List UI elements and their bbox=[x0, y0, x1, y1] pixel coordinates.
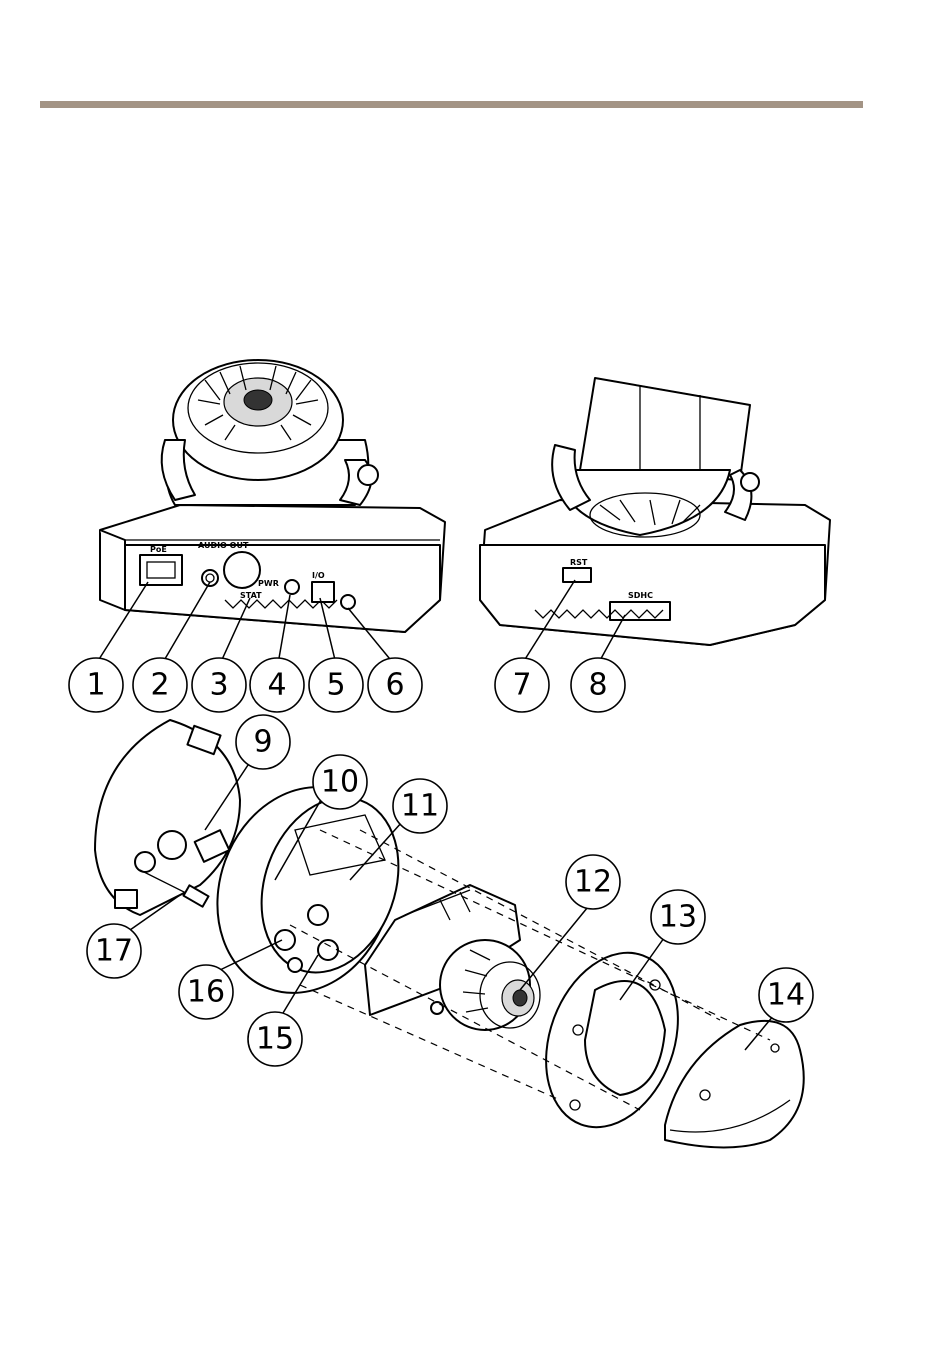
callout-5: 5 bbox=[309, 658, 363, 712]
svg-text:9: 9 bbox=[253, 725, 272, 760]
callout-10: 10 bbox=[313, 755, 367, 809]
port-label-network: PoE bbox=[150, 545, 167, 554]
svg-text:6: 6 bbox=[385, 668, 404, 703]
callout-15: 15 bbox=[248, 1012, 302, 1066]
svg-text:17: 17 bbox=[95, 934, 133, 969]
port-label-reset: RST bbox=[570, 558, 588, 567]
callout-17: 17 bbox=[87, 924, 141, 978]
svg-text:10: 10 bbox=[321, 765, 359, 800]
camera-rear-view: RST SDHC bbox=[480, 378, 830, 645]
port-label-sdcard: SDHC bbox=[628, 591, 653, 600]
svg-text:15: 15 bbox=[256, 1022, 294, 1057]
callout-13: 13 bbox=[651, 890, 705, 944]
svg-text:11: 11 bbox=[401, 789, 439, 824]
port-label-status: STAT bbox=[240, 591, 262, 600]
svg-text:16: 16 bbox=[187, 975, 225, 1010]
callout-3: 3 bbox=[192, 658, 246, 712]
callout-16: 16 bbox=[179, 965, 233, 1019]
callout-6: 6 bbox=[368, 658, 422, 712]
camera-front-view: PoE AUDIO OUT PWR STAT I/O bbox=[100, 360, 445, 632]
callout-2: 2 bbox=[133, 658, 187, 712]
svg-text:7: 7 bbox=[512, 668, 531, 703]
svg-text:12: 12 bbox=[574, 865, 612, 900]
svg-text:8: 8 bbox=[588, 668, 607, 703]
callout-9: 9 bbox=[236, 715, 290, 769]
svg-text:3: 3 bbox=[209, 668, 228, 703]
svg-text:14: 14 bbox=[767, 978, 805, 1013]
port-label-power: PWR bbox=[258, 579, 279, 588]
svg-text:1: 1 bbox=[86, 668, 105, 703]
callout-1: 1 bbox=[69, 658, 123, 712]
callout-7: 7 bbox=[495, 658, 549, 712]
svg-text:5: 5 bbox=[326, 668, 345, 703]
callout-8: 8 bbox=[571, 658, 625, 712]
callout-4: 4 bbox=[250, 658, 304, 712]
svg-text:13: 13 bbox=[659, 900, 697, 935]
callout-11: 11 bbox=[393, 779, 447, 833]
svg-text:2: 2 bbox=[150, 668, 169, 703]
port-label-audio: AUDIO OUT bbox=[198, 541, 249, 550]
svg-text:4: 4 bbox=[267, 668, 286, 703]
port-label-io: I/O bbox=[312, 571, 325, 580]
callout-12: 12 bbox=[566, 855, 620, 909]
callout-14: 14 bbox=[759, 968, 813, 1022]
